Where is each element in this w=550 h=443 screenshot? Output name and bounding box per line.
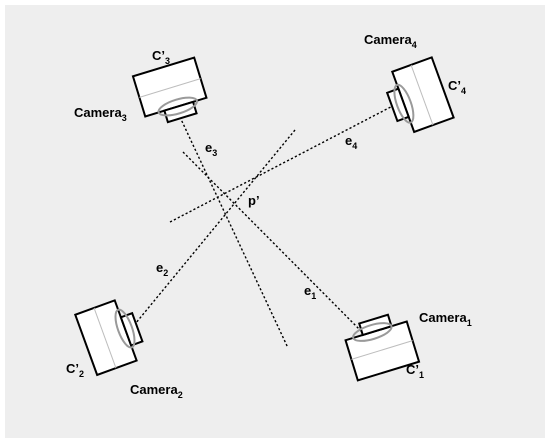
camera-1-label: Camera1 <box>419 310 472 328</box>
epipole-4-label: e4 <box>345 133 357 151</box>
camera-3-label: Camera3 <box>74 105 127 123</box>
point-label: p’ <box>248 193 260 208</box>
camera-4 <box>385 56 455 134</box>
camera-1-lens <box>352 322 393 342</box>
epipole-2-label: e2 <box>156 260 168 278</box>
ray-camera-2 <box>111 129 296 353</box>
ray-camera-1 <box>182 151 371 341</box>
camera-4-lens <box>393 83 415 124</box>
camera-3 <box>131 56 208 124</box>
camera-2-lens <box>114 308 136 349</box>
labels: p’ Camera3 C’3 e3 Camera4 C’4 e4 C’2 Cam… <box>66 32 472 400</box>
epipole-3-label: e3 <box>205 140 217 158</box>
camera-2-label: Camera2 <box>130 382 183 400</box>
camera-1-center-label: C’1 <box>406 362 424 380</box>
epipole-1-label: e1 <box>304 283 316 301</box>
camera-4-label: Camera4 <box>364 32 417 50</box>
camera-2 <box>73 299 144 377</box>
camera-3-center-label: C’3 <box>152 48 170 66</box>
camera-2-center-label: C’2 <box>66 361 84 379</box>
camera-3-lens <box>157 96 198 117</box>
diagram-background <box>5 5 545 438</box>
camera-1 <box>344 313 421 382</box>
epipolar-rays <box>111 84 409 353</box>
ray-camera-4 <box>169 97 409 223</box>
camera-4-center-label: C’4 <box>448 78 466 96</box>
